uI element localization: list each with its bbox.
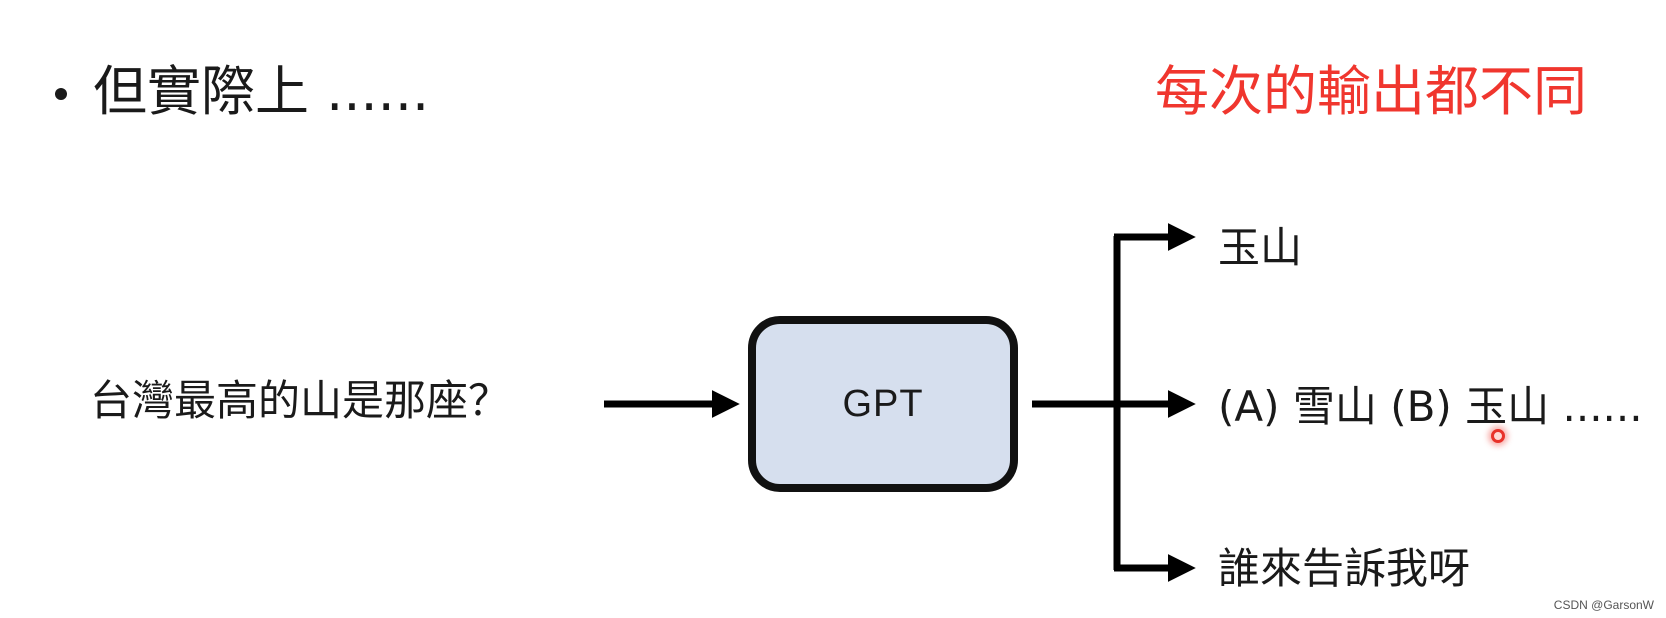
bullet-heading: 但實際上 ...... [55,60,429,124]
pointer-cursor-icon [1491,429,1505,443]
gpt-model-box: GPT [748,316,1018,492]
input-question: 台灣最高的山是那座？ [90,376,511,425]
output-3: 誰來告訴我呀 [1218,544,1471,593]
watermark: CSDN @GarsonW [1553,598,1654,612]
bullet-text: 但實際上 ...... [93,60,430,123]
red-annotation: 每次的輸出都不同 [1155,60,1587,123]
gpt-label: GPT [842,382,924,425]
output-1: 玉山 [1218,223,1303,272]
output-2: (A) 雪山 (B) 玉山 ...... [1218,382,1643,431]
bullet-dot-icon [55,88,67,100]
